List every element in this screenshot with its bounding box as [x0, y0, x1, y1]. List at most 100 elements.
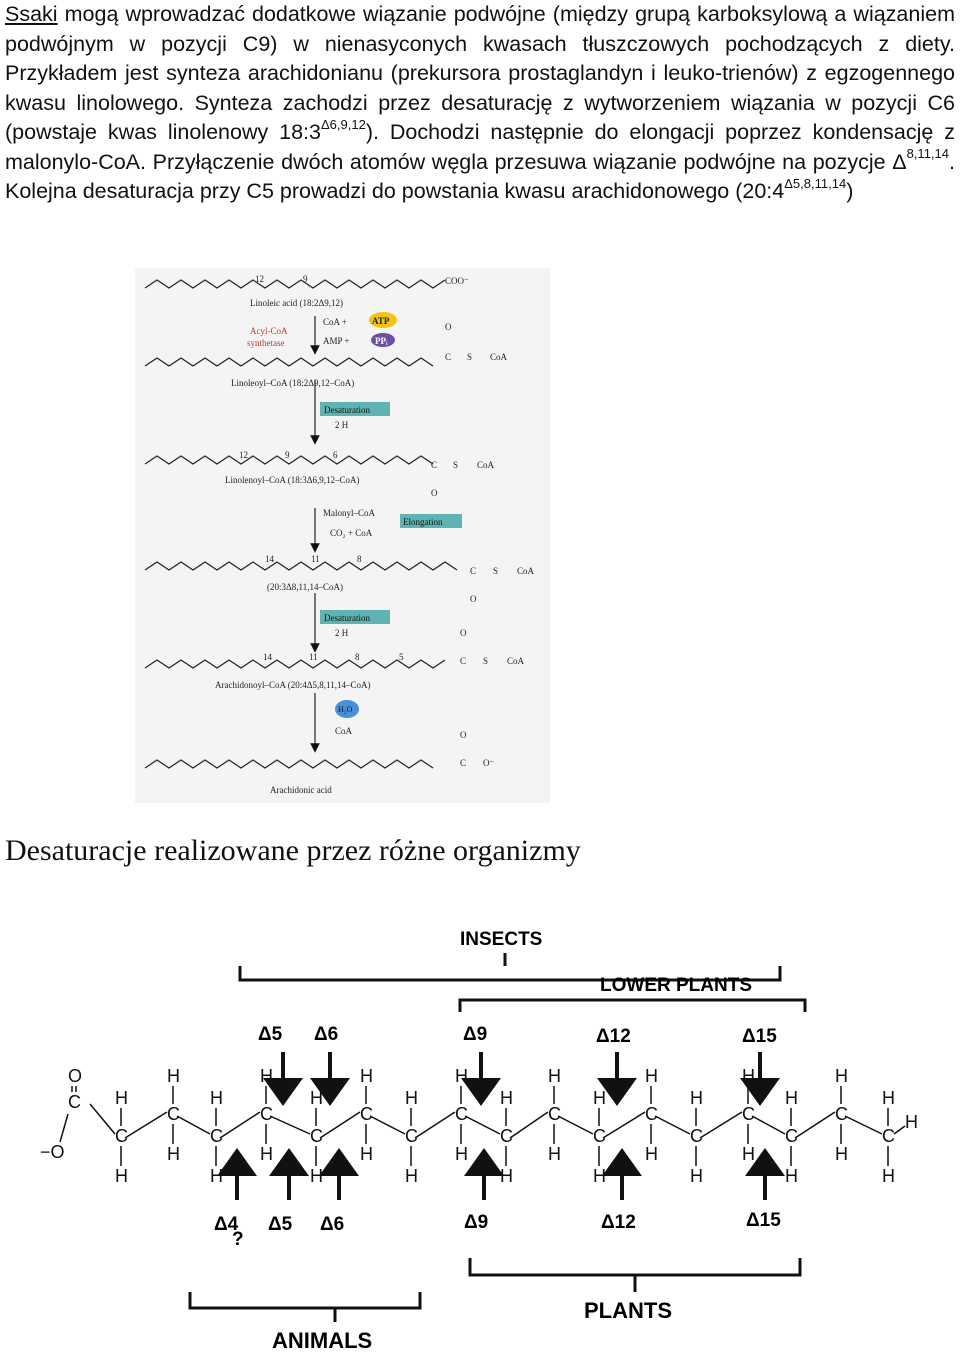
- c-label-1: C: [445, 352, 451, 362]
- desaturation-label-1: Desaturation: [324, 405, 370, 415]
- insects-label: INSECTS: [460, 929, 542, 950]
- superscript-1: Δ6,9,12: [320, 116, 366, 132]
- plants-label: PLANTS: [584, 1298, 672, 1323]
- chain-hydrogen: H: [500, 1088, 513, 1108]
- chain-carbon: C: [167, 1104, 180, 1124]
- carbon-chain: C O −O CHHCHHCHHCHHCHHCHHCHHCHHCHHCHHCHH…: [40, 1066, 918, 1186]
- chain-carbon: C: [500, 1126, 513, 1146]
- chain-bonds: [59, 1086, 906, 1166]
- chain-hydrogen: H: [405, 1088, 418, 1108]
- desaturation-label-2: Desaturation: [324, 613, 370, 623]
- chain-carbon: C: [455, 1104, 468, 1124]
- insects-bracket: [238, 966, 782, 982]
- top-delta-15: Δ15: [742, 1026, 777, 1047]
- chain-carbon: C: [115, 1126, 128, 1146]
- chain-carbon: C: [785, 1126, 798, 1146]
- ppi-label: PPᵢ: [375, 336, 388, 346]
- bond: [124, 1111, 168, 1139]
- chain-hydrogen: H: [455, 1066, 468, 1086]
- chain-hydrogen: H: [593, 1166, 606, 1186]
- coa-group-3: CoA: [517, 566, 535, 576]
- co2-coa-label: CO₂ + CoA: [330, 528, 373, 538]
- paragraph-text-4: ): [846, 179, 854, 203]
- ppi-badge: [371, 333, 395, 347]
- bond: [893, 1125, 906, 1135]
- arachidonoyl-chain: [144, 659, 446, 669]
- chain-hydrogen: H: [835, 1144, 848, 1164]
- bond: [509, 1111, 549, 1139]
- bond: [176, 1115, 211, 1135]
- coa-group-4: CoA: [507, 656, 525, 666]
- h2o-label: H₂O: [338, 705, 353, 714]
- chain-hydrogen: H: [548, 1144, 561, 1164]
- h2o-badge: [335, 700, 359, 718]
- s-label-3: S: [493, 566, 498, 576]
- chain-carbon: C: [210, 1126, 223, 1146]
- arachidonate-pathway-figure: 12 9 COO⁻ Linoleic acid (18:2Δ9,12) Acyl…: [135, 268, 550, 803]
- intro-paragraph: Ssaki mogą wprowadzać dodatkowe wiązanie…: [5, 0, 955, 207]
- pos-8-label: 8: [357, 554, 362, 564]
- arachidonoyl-coa-label: Arachidonoyl–CoA (20:4Δ5,8,11,14–CoA): [215, 680, 370, 690]
- chain-hydrogen: H: [835, 1066, 848, 1086]
- bond: [319, 1111, 361, 1139]
- o-minus-label: O⁻: [483, 758, 494, 768]
- top-delta-9: Δ9: [463, 1024, 487, 1045]
- chain-hydrogen: H: [455, 1144, 468, 1164]
- chain-carbon: C: [690, 1126, 703, 1146]
- c20-3-label: (20:3Δ8,11,14–CoA): [267, 582, 343, 592]
- bond: [89, 1103, 116, 1135]
- bond: [464, 1115, 501, 1135]
- amp-plus-label: AMP +: [323, 336, 350, 346]
- chain-hydrogen: H: [593, 1088, 606, 1108]
- bond: [794, 1111, 836, 1139]
- chain-hydrogen: H: [167, 1144, 180, 1164]
- chain-carbon: C: [835, 1104, 848, 1124]
- two-h-label-1: 2 H: [335, 420, 349, 430]
- paragraph-text-3: . Kolejna desaturacja przy C5 prowadzi d…: [5, 149, 955, 204]
- desaturation-box-1: [320, 402, 390, 416]
- plants-bracket: [468, 1258, 802, 1277]
- top-delta-12: Δ12: [596, 1026, 631, 1047]
- chain-hydrogen: H: [360, 1144, 373, 1164]
- bond: [751, 1115, 786, 1135]
- pos-11-label: 11: [311, 554, 320, 564]
- bond: [269, 1115, 311, 1135]
- arachidonic-chain: [144, 759, 434, 769]
- chain-hydrogen: H: [260, 1066, 273, 1086]
- c-label-3: C: [470, 566, 476, 576]
- linolenoyl-coa-label: Linolenoyl–CoA (18:3Δ6,9,12–CoA): [225, 475, 360, 485]
- chain-hydrogen: H: [690, 1088, 703, 1108]
- coa-group-1: CoA: [490, 352, 508, 362]
- animals-bracket: [188, 1292, 422, 1310]
- chain-hydrogen: H: [115, 1088, 128, 1108]
- linoleoyl-coa-label: Linoleoyl–CoA (18:2Δ9,12–CoA): [231, 378, 354, 388]
- ssaki-link[interactable]: Ssaki: [5, 2, 58, 26]
- arachidonic-acid-label: Arachidonic acid: [270, 785, 332, 795]
- paragraph-text-2: ). Dochodzi następnie do elongacji poprz…: [5, 120, 955, 174]
- elongation-box: [400, 514, 462, 528]
- chain-carbon: C: [645, 1104, 658, 1124]
- chain-carbon: C: [548, 1104, 561, 1124]
- linoleoyl-chain: [144, 357, 434, 367]
- bottom-delta-12: Δ12: [601, 1212, 636, 1233]
- pos-5-label: 5: [399, 652, 404, 662]
- chain-hydrogen: H: [645, 1144, 658, 1164]
- lower-plants-label: LOWER PLANTS: [600, 975, 752, 996]
- bond: [654, 1115, 691, 1135]
- bond: [414, 1111, 456, 1139]
- pos-14-label: 14: [265, 554, 275, 564]
- linolenoyl-chain: [144, 455, 434, 465]
- chain-hydrogen: H: [690, 1166, 703, 1186]
- superscript-3: Δ5,8,11,14: [784, 175, 847, 191]
- two-h-label-2: 2 H: [335, 628, 349, 638]
- bottom-delta-15: Δ15: [746, 1210, 781, 1231]
- enzyme-label-2: synthetase: [247, 338, 285, 348]
- chain-hydrogen: H: [405, 1166, 418, 1186]
- linoleic-acid-label: Linoleic acid (18:2Δ9,12): [250, 298, 343, 308]
- c-label-2: C: [431, 460, 437, 470]
- question-mark: ?: [232, 1229, 244, 1250]
- chain-hydrogen: H: [210, 1088, 223, 1108]
- chain-hydrogen: H: [310, 1088, 323, 1108]
- chain-carbon: C: [310, 1126, 323, 1146]
- bond: [844, 1115, 883, 1135]
